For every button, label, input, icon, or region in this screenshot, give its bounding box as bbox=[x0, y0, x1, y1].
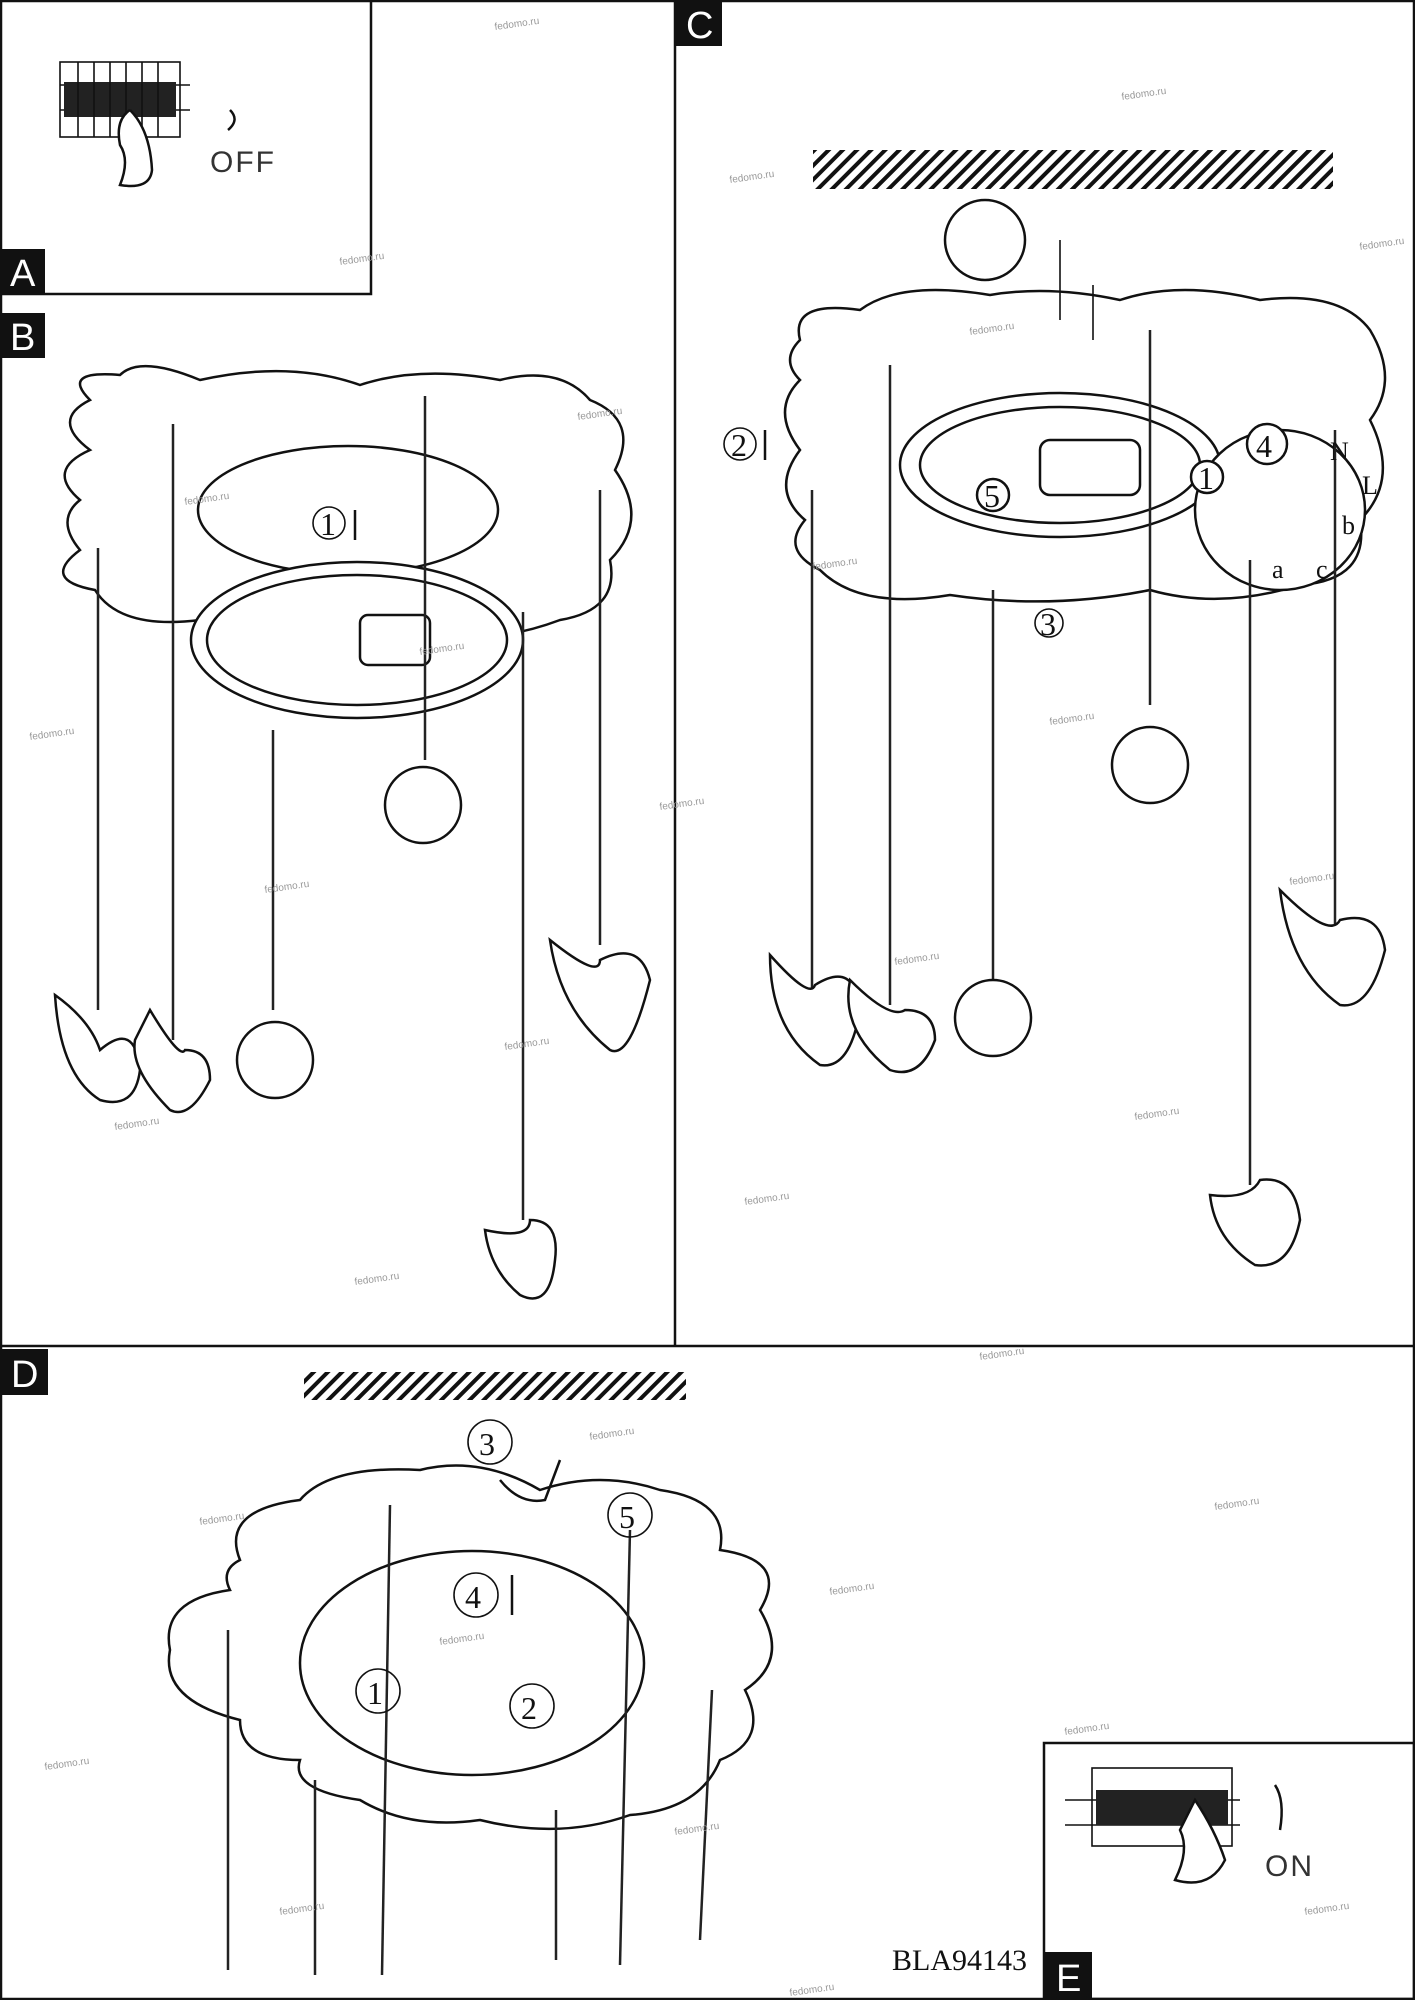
watermark-text: fedomo.ru bbox=[979, 1346, 1025, 1363]
watermark-text: fedomo.ru bbox=[339, 251, 385, 268]
watermark-text: fedomo.ru bbox=[729, 169, 775, 186]
svg-text:4: 4 bbox=[1256, 428, 1272, 464]
breaker-panel-on: ON bbox=[1065, 1767, 1314, 1884]
watermark-text: fedomo.ru bbox=[894, 951, 940, 968]
svg-text:3: 3 bbox=[479, 1426, 495, 1462]
watermark-text: fedomo.ru bbox=[812, 556, 858, 573]
flower-figure bbox=[383, 765, 463, 845]
lamp-cloud-d: 3 5 4 1 2 BLA94143 bbox=[167, 1372, 1027, 1977]
butterfly-figure bbox=[548, 937, 652, 1053]
panel-label-a: A bbox=[0, 249, 45, 295]
bird-figure bbox=[133, 1007, 212, 1114]
arrow-down-icon bbox=[227, 109, 236, 131]
watermark-text: fedomo.ru bbox=[439, 1631, 485, 1648]
svg-text:3: 3 bbox=[1040, 606, 1056, 642]
svg-text:5: 5 bbox=[619, 1499, 635, 1535]
flower-figure bbox=[235, 1020, 315, 1100]
watermark-text: fedomo.ru bbox=[264, 879, 310, 896]
step-numbers-d: 3 5 4 1 2 bbox=[355, 1419, 653, 1729]
watermark-text: fedomo.ru bbox=[577, 406, 623, 423]
svg-text:c: c bbox=[1316, 555, 1328, 584]
watermark-text: fedomo.ru bbox=[744, 1191, 790, 1208]
watermark-text: fedomo.ru bbox=[829, 1581, 875, 1598]
watermark-text: fedomo.ru bbox=[199, 1511, 245, 1528]
wire-labels: N L b a c bbox=[1272, 437, 1378, 584]
panel-label-b: B bbox=[0, 313, 45, 359]
svg-text:b: b bbox=[1342, 511, 1355, 540]
svg-text:1: 1 bbox=[320, 506, 336, 542]
watermark-text: fedomo.ru bbox=[789, 1982, 835, 1999]
hand-icon bbox=[499, 1459, 562, 1503]
watermark-text: fedomo.ru bbox=[504, 1036, 550, 1053]
watermark-text: fedomo.ru bbox=[1121, 86, 1167, 103]
svg-text:a: a bbox=[1272, 555, 1284, 584]
watermark-text: fedomo.ru bbox=[674, 1821, 720, 1838]
product-code: BLA94143 bbox=[892, 1944, 1027, 1977]
switch-on-label: ON bbox=[1265, 1850, 1314, 1883]
switch-off-label: OFF bbox=[210, 146, 276, 179]
watermark-text: fedomo.ru bbox=[29, 726, 75, 743]
breaker-panel-off: OFF bbox=[59, 61, 276, 188]
svg-text:2: 2 bbox=[731, 427, 747, 463]
ceiling-hatch bbox=[304, 1372, 686, 1400]
flower-figure bbox=[953, 978, 1033, 1058]
svg-text:5: 5 bbox=[984, 478, 1000, 514]
bird-figure bbox=[847, 977, 937, 1074]
watermark-text: fedomo.ru bbox=[184, 491, 230, 508]
svg-text:D: D bbox=[11, 1354, 38, 1396]
svg-text:1: 1 bbox=[367, 1675, 383, 1711]
watermark-text: fedomo.ru bbox=[494, 16, 540, 33]
watermark-text: fedomo.ru bbox=[1049, 711, 1095, 728]
watermark-text: fedomo.ru bbox=[1134, 1106, 1180, 1123]
watermark-text: fedomo.ru bbox=[114, 1116, 160, 1133]
panel-label-e: E bbox=[1044, 1952, 1092, 2000]
svg-text:2: 2 bbox=[521, 1690, 537, 1726]
svg-text:E: E bbox=[1056, 1958, 1081, 2000]
bird-figure bbox=[483, 1218, 557, 1300]
ceiling-hatch bbox=[813, 150, 1333, 189]
hand-icon bbox=[117, 108, 154, 188]
watermark-text: fedomo.ru bbox=[659, 796, 705, 813]
lamp-cloud-c: 2 4 5 1 3 N L b a c bbox=[723, 150, 1387, 1267]
svg-text:L: L bbox=[1362, 471, 1378, 500]
watermark-text: fedomo.ru bbox=[279, 1901, 325, 1918]
svg-text:B: B bbox=[10, 317, 35, 359]
wall-plug-icon bbox=[943, 198, 1027, 282]
svg-text:4: 4 bbox=[465, 1579, 481, 1615]
bird-figure bbox=[1208, 1178, 1302, 1267]
lamp-socket-icon bbox=[358, 613, 432, 667]
step-numbers-c: 2 4 5 1 3 bbox=[723, 422, 1289, 642]
arrow-up-icon bbox=[1273, 1784, 1283, 1831]
panel-label-d: D bbox=[0, 1349, 48, 1396]
watermarks: fedomo.ru fedomo.ru fedomo.ru fedomo.ru fedo… bbox=[29, 16, 1405, 1999]
butterfly-figure bbox=[1278, 886, 1387, 1007]
panel-label-c: C bbox=[676, 0, 722, 47]
watermark-text: fedomo.ru bbox=[969, 321, 1015, 338]
watermark-text: fedomo.ru bbox=[1064, 1721, 1110, 1738]
watermark-text: fedomo.ru bbox=[1359, 236, 1405, 253]
lamp-socket-icon bbox=[1038, 438, 1142, 497]
lamp-cloud-b: 1 bbox=[53, 364, 652, 1300]
watermark-text: fedomo.ru bbox=[1304, 1901, 1350, 1918]
svg-text:C: C bbox=[686, 5, 713, 47]
watermark-text: fedomo.ru bbox=[1214, 1496, 1260, 1513]
watermark-text: fedomo.ru bbox=[44, 1756, 90, 1773]
watermark-text: fedomo.ru bbox=[1289, 871, 1335, 888]
hand-icon bbox=[1173, 1797, 1227, 1884]
svg-text:1: 1 bbox=[1198, 460, 1214, 496]
svg-text:A: A bbox=[10, 253, 36, 295]
watermark-text: fedomo.ru bbox=[354, 1271, 400, 1288]
svg-text:N: N bbox=[1330, 437, 1349, 466]
butterfly-figure bbox=[53, 992, 142, 1104]
butterfly-figure bbox=[768, 951, 862, 1067]
flower-figure bbox=[1110, 725, 1190, 805]
watermark-text: fedomo.ru bbox=[589, 1426, 635, 1443]
